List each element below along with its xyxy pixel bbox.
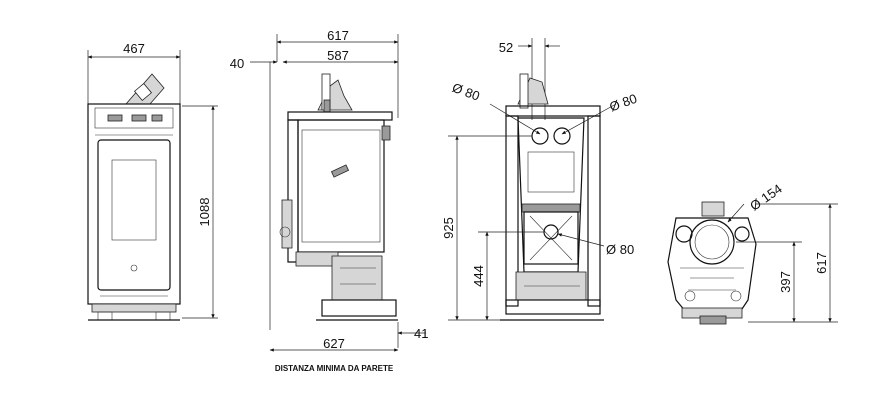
front-height-label: 1088 — [197, 198, 212, 227]
outlet-diameter-leader — [727, 203, 745, 223]
flue-left-label: Ø 80 — [450, 80, 482, 104]
side-base-depth-label: 627 — [323, 336, 345, 351]
flue-height-label: 925 — [441, 217, 456, 239]
outlet-position-label: 397 — [778, 271, 793, 293]
rear-view: 52 Ø 80 Ø 80 925 444 Ø 80 — [441, 38, 639, 321]
side-offset-label: 40 — [230, 56, 244, 71]
air-diameter-leader — [557, 233, 605, 247]
front-width-label: 467 — [123, 41, 145, 56]
flue-right-label: Ø 80 — [607, 91, 639, 115]
side-view: 617 40 587 41 627 DISTANZA MINIMA D — [230, 28, 429, 373]
side-overall-depth-label: 617 — [327, 28, 349, 43]
air-height-label: 444 — [471, 265, 486, 287]
flue-left-leader — [489, 103, 541, 135]
side-rear-offset-label: 41 — [414, 326, 428, 341]
air-diameter-label: Ø 80 — [606, 242, 634, 257]
front-view: 467 1088 — [87, 41, 218, 321]
rear-offset-label: 52 — [499, 40, 513, 55]
flue-right-leader — [561, 103, 617, 135]
minimum-wall-distance-note: DISTANZA MINIMA DA PARETE — [275, 364, 394, 373]
outlet-diameter-label: Ø 154 — [747, 181, 785, 214]
top-view: Ø 154 397 617 — [667, 181, 838, 325]
top-depth-label: 617 — [814, 252, 829, 274]
side-depth-label: 587 — [327, 48, 349, 63]
